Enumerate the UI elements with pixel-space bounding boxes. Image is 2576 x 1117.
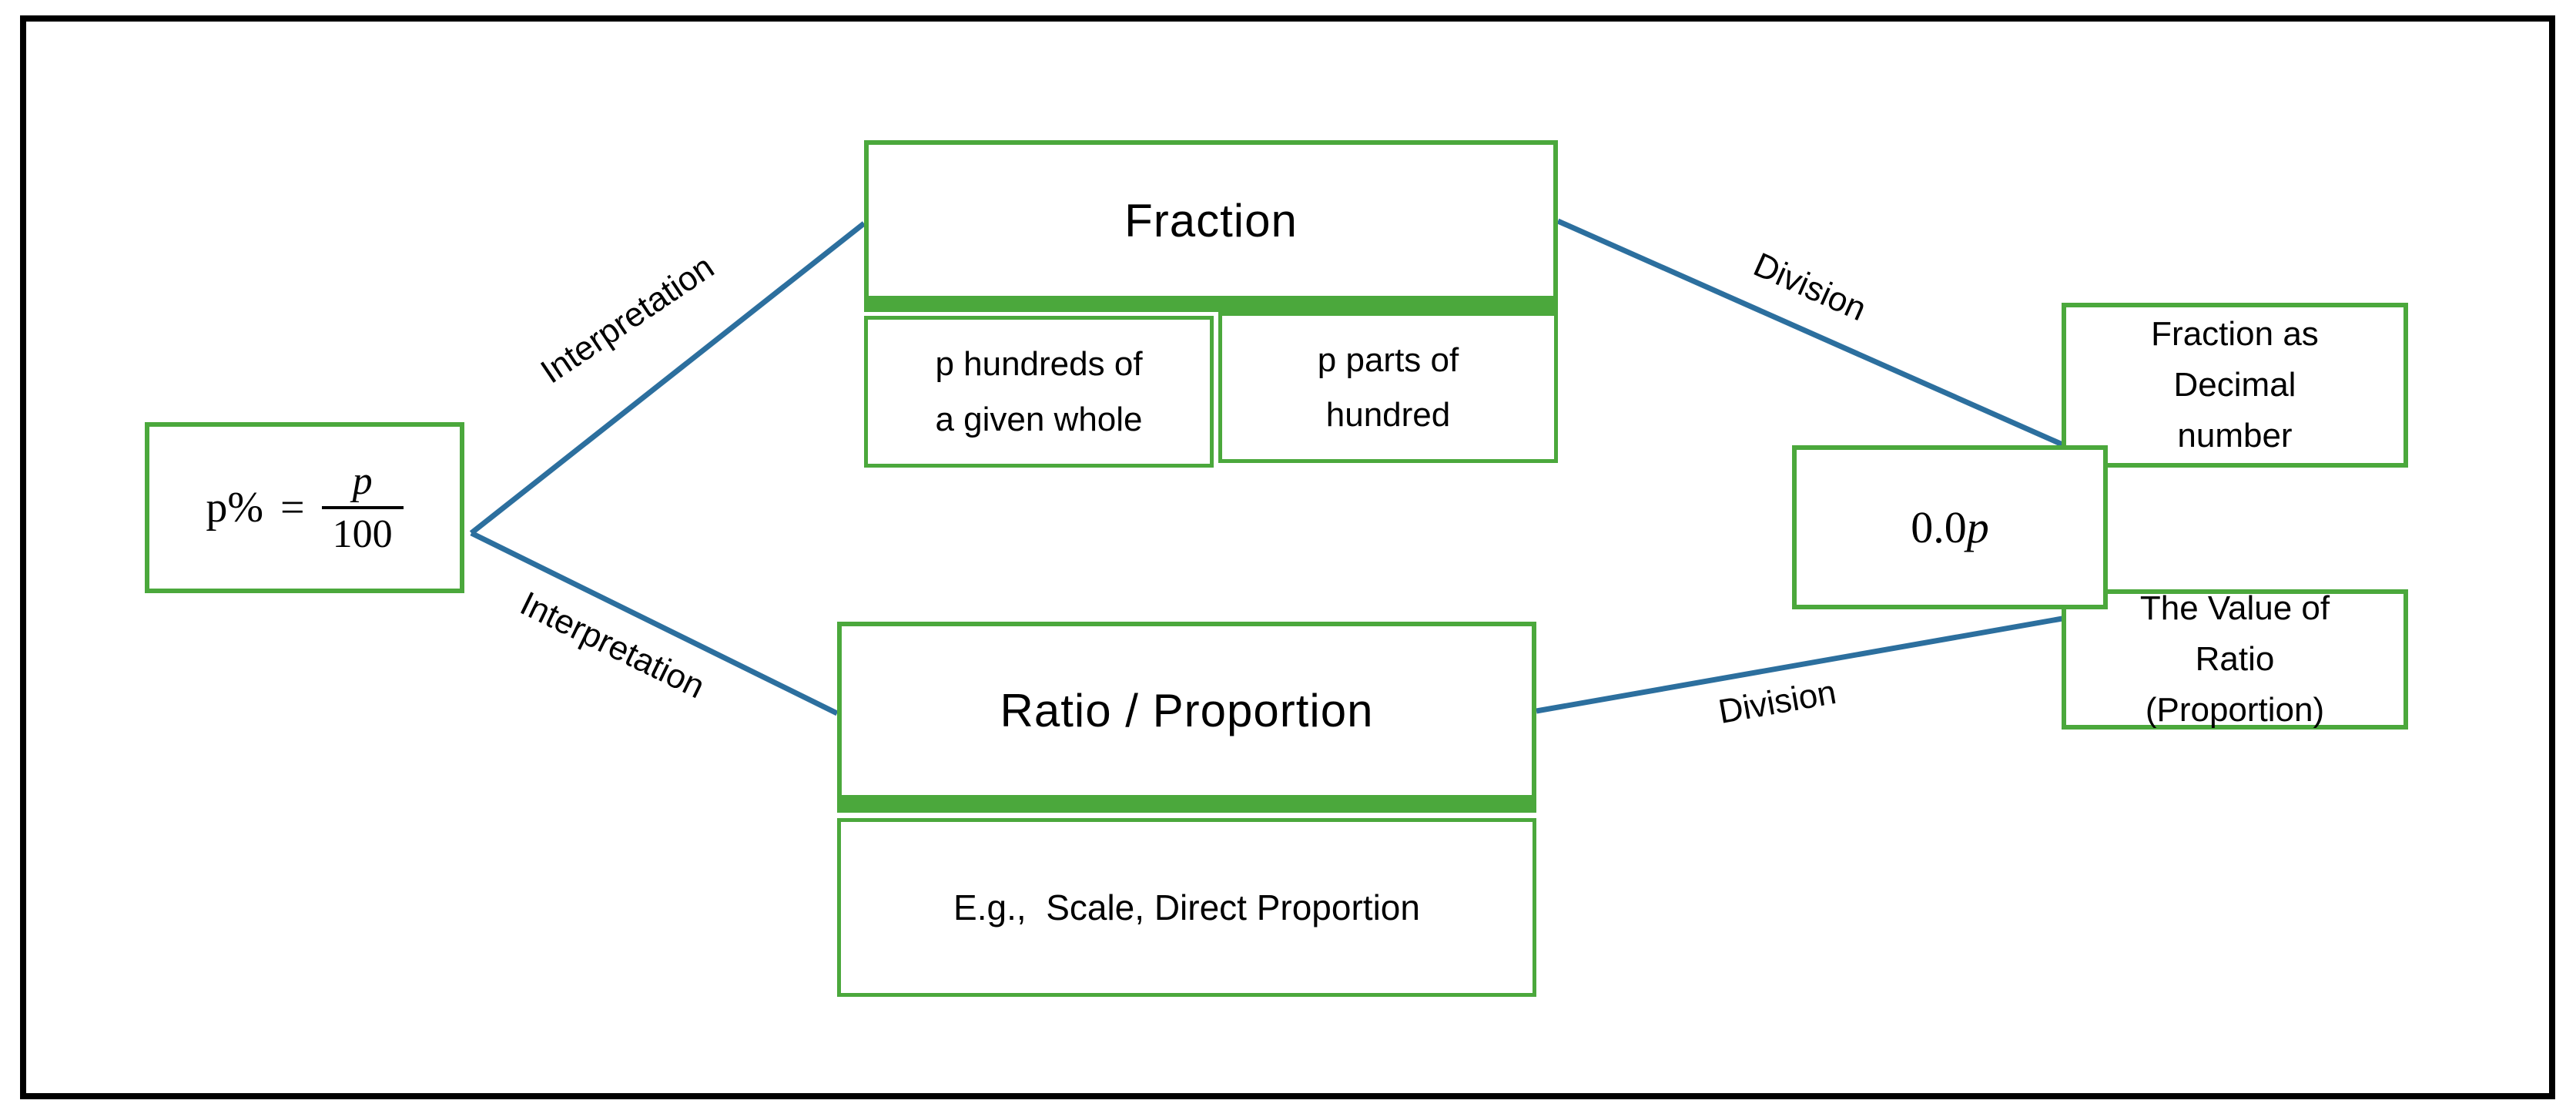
decimal-result-variable: p xyxy=(1966,502,1989,552)
fraction-as-decimal-line3: number xyxy=(2177,417,2293,455)
ratio-example-text: E.g., Scale, Direct Proportion xyxy=(953,887,1420,927)
node-value-of-ratio: The Value of Ratio (Proportion) xyxy=(2062,589,2408,730)
edge-division-top-line xyxy=(1556,218,2064,448)
formula-fraction: p 100 xyxy=(321,458,404,556)
node-fraction-as-decimal: Fraction as Decimal number xyxy=(2062,303,2408,468)
value-of-ratio-text: The Value of Ratio (Proportion) xyxy=(2140,583,2330,736)
fraction-as-decimal-line2: Decimal xyxy=(2173,366,2296,404)
node-ratio-proportion: Ratio / Proportion xyxy=(837,622,1536,800)
ratio-title: Ratio / Proportion xyxy=(1000,685,1374,736)
decimal-result-text: 0.0p xyxy=(1911,501,1989,553)
fraction-sub-left-line2: a given whole xyxy=(935,400,1143,438)
node-decimal-result: 0.0p xyxy=(1792,445,2108,609)
node-ratio-example: E.g., Scale, Direct Proportion xyxy=(837,818,1536,997)
formula-numerator: p xyxy=(352,458,373,503)
value-of-ratio-line2: Ratio xyxy=(2195,640,2275,678)
fraction-sub-left-text: p hundreds of a given whole xyxy=(935,337,1142,447)
formula-equals: = xyxy=(280,484,305,532)
edge-interpretation-bottom-line xyxy=(470,530,839,716)
fraction-sub-right-text: p parts of hundred xyxy=(1318,333,1459,443)
percent-formula: p% = p 100 xyxy=(206,458,404,556)
value-of-ratio-line1: The Value of xyxy=(2139,589,2330,627)
fraction-title: Fraction xyxy=(1124,194,1298,247)
fraction-sub-right-line2: hundred xyxy=(1325,396,1451,434)
edge-interpretation-top-line xyxy=(469,221,866,535)
node-fraction-sub-right: p parts of hundred xyxy=(1218,312,1558,463)
ratio-separator-bar xyxy=(837,800,1536,813)
formula-denominator: 100 xyxy=(321,506,404,556)
edge-division-bottom-line xyxy=(1536,616,2063,714)
fraction-separator-bar xyxy=(864,300,1558,312)
value-of-ratio-line3: (Proportion) xyxy=(2145,691,2325,729)
node-percent-formula: p% = p 100 xyxy=(145,422,464,593)
node-fraction-sub-left: p hundreds of a given whole xyxy=(864,316,1214,468)
decimal-result-prefix: 0.0 xyxy=(1911,502,1967,552)
fraction-as-decimal-line1: Fraction as xyxy=(2151,315,2319,353)
node-fraction: Fraction xyxy=(864,140,1558,300)
fraction-as-decimal-text: Fraction as Decimal number xyxy=(2151,309,2319,461)
fraction-sub-right-line1: p parts of xyxy=(1317,340,1459,379)
fraction-sub-left-line1: p hundreds of xyxy=(935,345,1143,384)
formula-lhs: p% xyxy=(206,484,264,532)
diagram-outer-border xyxy=(20,15,2555,1099)
